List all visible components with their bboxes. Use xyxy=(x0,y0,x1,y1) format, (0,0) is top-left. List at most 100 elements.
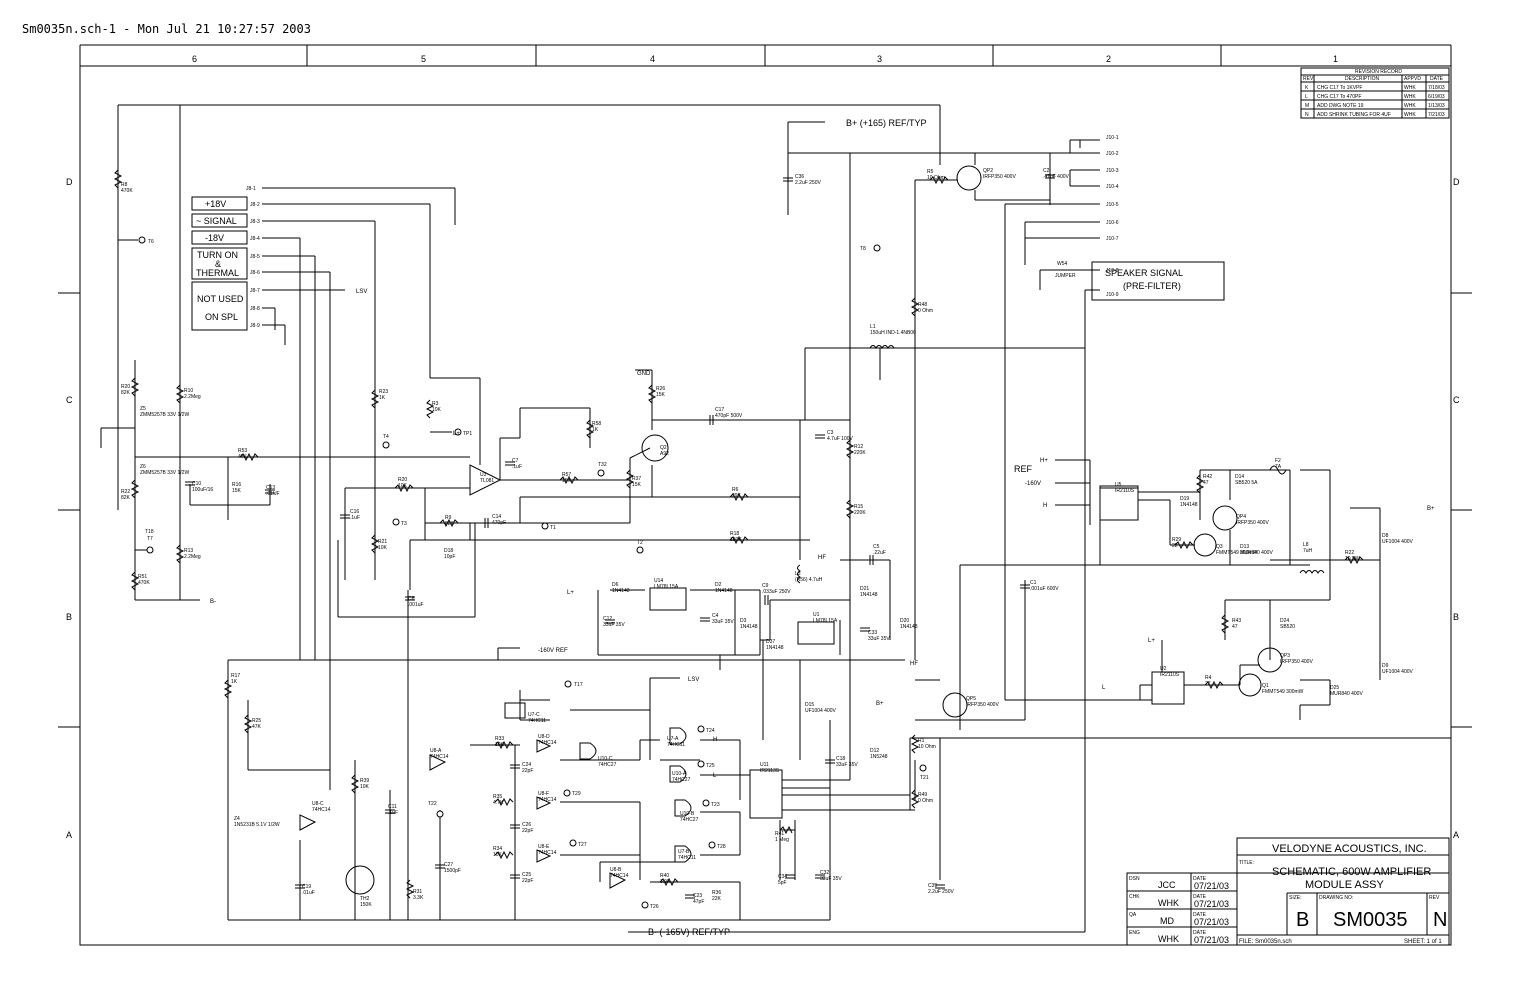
component-designator: R31 xyxy=(413,889,422,895)
test-point-label: T26 xyxy=(650,904,659,910)
label-hf: HF xyxy=(818,555,826,561)
signoff-name: MD xyxy=(1160,916,1174,926)
component-designator: C12 xyxy=(603,616,612,622)
company-name: VELODYNE ACOUSTICS, INC. xyxy=(1272,843,1427,855)
component-value: 10K xyxy=(495,742,505,748)
component-value: 470K xyxy=(138,580,150,586)
label-minus160v: -160V xyxy=(1025,481,1041,487)
signoff-date: 07/21/03 xyxy=(1194,917,1229,927)
component-designator: D19 xyxy=(1180,496,1189,502)
component-value: 470K xyxy=(121,188,133,194)
component-value: 10K xyxy=(432,407,442,413)
component-designator: R41 xyxy=(775,831,784,837)
zone-row-b-left: B xyxy=(66,612,72,622)
component-designator: R17 xyxy=(231,673,240,679)
component-value: 3.9K xyxy=(660,879,671,885)
component-value: 22 xyxy=(1172,543,1178,549)
test-point-label: T3 xyxy=(401,521,407,527)
component-value: 0 Ohm xyxy=(918,798,933,804)
zone-col-6: 6 xyxy=(192,54,197,64)
test-point-label: T2 xyxy=(637,540,643,546)
label-l: L xyxy=(1102,685,1106,691)
signoff-date-label: DATE xyxy=(1193,876,1207,882)
component-value: 1N4148 xyxy=(740,624,758,630)
component-designator: R57 xyxy=(562,472,571,478)
file-name: FILE: Sm0035n.sch xyxy=(1239,939,1292,945)
rev-cell: WHK xyxy=(1404,112,1416,118)
component-designator: R39 xyxy=(360,778,369,784)
component-value: .033uF 250V xyxy=(762,589,791,595)
test-point-label: T4 xyxy=(383,434,389,440)
component-designator: U3 xyxy=(480,472,487,478)
component-value: .01UF xyxy=(266,491,280,497)
test-point-label: T21 xyxy=(920,775,929,781)
component-value: 1N5248 xyxy=(870,754,888,760)
zone-row-b-right: B xyxy=(1453,612,1459,622)
j8-pin-7: J8-7 xyxy=(250,288,260,294)
rev-header-date: DATE xyxy=(1430,76,1444,82)
component-designator: D12 xyxy=(870,748,879,754)
test-point-label: T22 xyxy=(428,801,437,807)
component-value: UF1004 400V xyxy=(1382,539,1414,545)
component-designator: C14 xyxy=(492,514,501,520)
component-designator: C9 xyxy=(762,583,769,589)
component-designator: R15 xyxy=(854,504,863,510)
j10-pin-3: J10-3 xyxy=(1106,168,1119,174)
rev-cell: 7/21/03 xyxy=(1428,112,1445,118)
j10-pin-5: J10-5 xyxy=(1106,202,1119,208)
component-value: 2.2Meg xyxy=(184,394,201,400)
rev-cell: L xyxy=(1305,94,1308,100)
component-designator: C13 xyxy=(266,485,275,491)
component-value: 470pF xyxy=(492,520,506,526)
zone-row-a-right: A xyxy=(1453,830,1459,840)
test-point-label: T28 xyxy=(717,844,726,850)
component-designator: U8-D xyxy=(538,734,550,740)
j10-pin-6: J10-6 xyxy=(1106,220,1119,226)
component-value: 2.2uF 250V xyxy=(795,180,822,186)
component-designator: R21 xyxy=(378,539,387,545)
component-value: MUR840 400V xyxy=(1330,691,1363,697)
component-value: 10K xyxy=(398,483,408,489)
component-value: 1N4148 xyxy=(766,645,784,651)
component-value: 2.2Meg xyxy=(184,554,201,560)
component-designator: U1 xyxy=(813,612,820,618)
component-value: 10 5W xyxy=(1345,556,1360,562)
component-value: 1 Meg xyxy=(775,837,789,843)
component-value: 1N4148 xyxy=(900,624,918,630)
component-value: MUR840 400V xyxy=(1240,550,1273,556)
component-value: 4.7uF 100V xyxy=(827,436,854,442)
component-value: 15K xyxy=(232,488,242,494)
test-point-label: T17 xyxy=(574,682,583,688)
j10-pin-4: J10-4 xyxy=(1106,184,1119,190)
component-designator: R1 xyxy=(918,738,925,744)
component-designator: R49 xyxy=(918,792,927,798)
label-minus18v: -18V xyxy=(205,233,224,243)
component-designator: R43 xyxy=(1232,618,1241,624)
label-bplus-2: B+ xyxy=(876,701,884,707)
j8-pin-8: J8-8 xyxy=(250,306,260,312)
component-designator: R26 xyxy=(656,386,665,392)
component-designator: L8 xyxy=(1303,542,1309,548)
component-value: 22pF xyxy=(522,878,533,884)
component-designator: C8 xyxy=(408,596,415,602)
component-value: 74HC27 xyxy=(672,777,691,783)
component-designator: D14 xyxy=(1235,474,1244,480)
zone-row-c-right: C xyxy=(1453,395,1460,405)
component-designator: D9 xyxy=(1382,663,1389,669)
component-value: 1K xyxy=(592,427,599,433)
component-designator: TH2 xyxy=(360,896,370,902)
zone-row-d-right: D xyxy=(1453,177,1460,187)
component-designator: C19 xyxy=(302,884,311,890)
component-value: .22uF xyxy=(873,550,886,556)
test-point-label: T25 xyxy=(706,763,715,769)
component-designator: R48 xyxy=(918,302,927,308)
component-value: 10K xyxy=(493,852,503,858)
label-thermal: THERMAL xyxy=(196,268,239,278)
component-designator: C36 xyxy=(795,174,804,180)
component-designator: R25 xyxy=(252,718,261,724)
component-value: 10K xyxy=(360,784,370,790)
component-designator: C4 xyxy=(712,613,719,619)
zone-col-4: 4 xyxy=(650,54,655,64)
rev-cell: 7/18/03 xyxy=(1428,85,1445,91)
test-point-label: T6 xyxy=(148,239,154,245)
